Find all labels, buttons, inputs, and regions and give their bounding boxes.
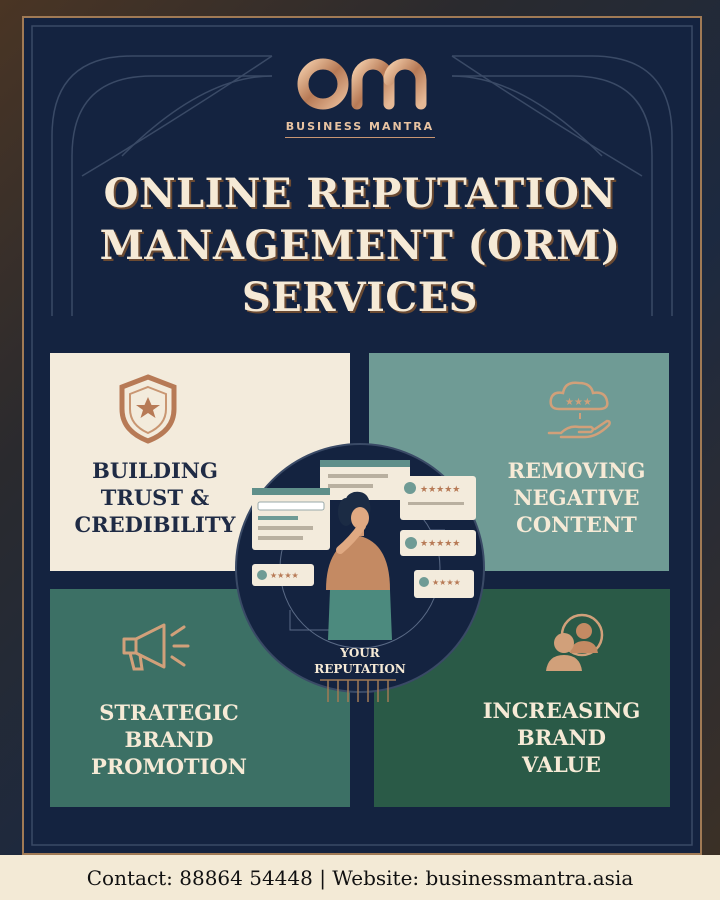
svg-text:★★★★★: ★★★★★ xyxy=(420,485,460,495)
review-cards: ★★★★★ ★★★★★ ★★★★ ★★★★ xyxy=(252,460,476,598)
title-line-3: SERVICES xyxy=(241,274,479,321)
reputation-illustration: ★★★★★ ★★★★★ ★★★★ ★★★★ xyxy=(230,440,490,702)
megaphone-icon xyxy=(122,623,190,671)
svg-text:★★★★★: ★★★★★ xyxy=(420,539,460,549)
cloud-hand-icon: ★★★ xyxy=(547,381,611,439)
svg-text:★★★★: ★★★★ xyxy=(270,571,299,580)
shield-star-icon xyxy=(119,374,177,444)
quadrant-value-label: INCREASING BRAND VALUE xyxy=(482,698,641,777)
woman-figure xyxy=(326,491,392,640)
contact-footer: Contact: 88864 54448 | Website: business… xyxy=(0,855,720,900)
page-title: ONLINE REPUTATION MANAGEMENT (ORM) SERVI… xyxy=(40,168,680,324)
reputation-scene: ★★★★★ ★★★★★ ★★★★ ★★★★ xyxy=(235,443,485,702)
contact-text: Contact: 88864 54448 | Website: business… xyxy=(86,865,634,890)
bm-monogram-icon xyxy=(297,40,427,110)
quadrant-removing-label: REMOVING NEGATIVE CONTENT xyxy=(507,458,646,537)
brand-name: BUSINESS MANTRA xyxy=(285,120,435,133)
title-line-2: MANAGEMENT (ORM) xyxy=(99,222,621,269)
art-deco-ornament xyxy=(31,25,693,846)
center-label: YOUR REPUTATION xyxy=(314,646,406,676)
logo-underline xyxy=(285,137,435,138)
quadrant-promotion-label: STRATEGIC BRAND PROMOTION xyxy=(90,700,247,779)
logo: BUSINESS MANTRA xyxy=(280,40,440,145)
svg-text:★★★★: ★★★★ xyxy=(432,578,461,587)
title-line-1: ONLINE REPUTATION xyxy=(103,170,617,217)
people-icon xyxy=(546,613,604,671)
quadrant-trust-label: BUILDING TRUST & CREDIBILITY xyxy=(74,458,236,537)
svg-text:★★★: ★★★ xyxy=(565,397,592,408)
